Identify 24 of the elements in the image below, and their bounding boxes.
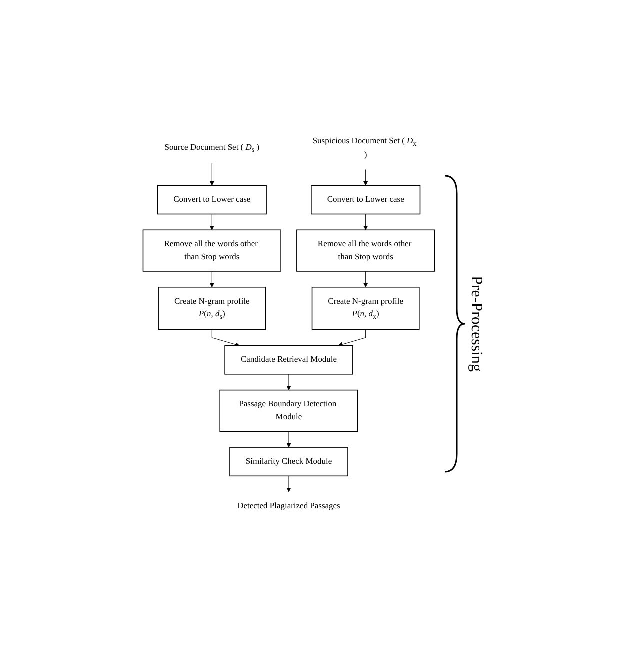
node-box: Similarity Check Module [230,447,348,477]
arrow [210,271,214,288]
arrow [210,214,214,230]
node-box: Remove all the words other than Stop words [142,230,282,272]
node-text: Suspicious Document Set ( D$_{x}$ ) [312,136,417,160]
node-box: Convert to Lower case [157,185,267,215]
arrow [364,271,368,288]
arrow [286,431,292,448]
node-text: Detected Plagiarized Passages [238,502,340,511]
arrow [210,163,214,186]
node-box: Remove all the words other than Stop words [296,230,436,272]
node-box: Convert to Lower case [311,185,421,215]
node-box: Create N-gram profile P(n, d$_{x}$) [312,287,420,330]
node-box: Candidate Retrieval Module [224,345,354,375]
node-box: Create N-gram profile P(n, d$_{s}$) [158,287,266,330]
node-box: Passage Boundary Detection Module [220,390,358,432]
arrow [338,330,366,347]
arrow [212,330,240,347]
arrow [364,170,368,186]
bracket-label: Pre-Processing [466,276,485,372]
arrow [364,214,368,230]
arrow [286,374,292,391]
arrow [286,476,292,492]
node-text: Source Document Set ( D$_{s}$ ) [164,143,260,154]
